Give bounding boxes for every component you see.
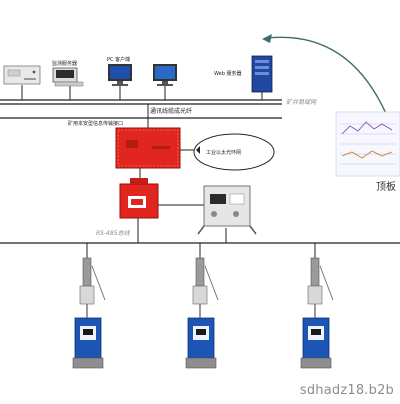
label-mine-lan: 矿井局域网 — [286, 99, 317, 106]
monitor-server-icon — [52, 67, 84, 87]
roof-sensor-icon — [185, 257, 219, 369]
substation-icon — [115, 127, 181, 169]
roof-sensor-icon — [300, 257, 334, 369]
label-comm-fiber: 通讯线缆成光纤 — [150, 108, 193, 115]
power-box-icon — [119, 178, 159, 219]
label-ethernet-ring: 工业以太光环网 — [206, 150, 242, 156]
ethernet-ring — [193, 133, 275, 171]
label-rs485: RS-485总线 — [96, 230, 130, 237]
server-unit-icon — [3, 65, 41, 85]
web-server-icon — [251, 55, 273, 93]
watermark: sdhadz18.b2b — [299, 383, 394, 398]
desktop-icon — [153, 64, 177, 86]
monitor-box-icon — [197, 185, 257, 235]
label-web-server: Web 服务器 — [214, 71, 242, 77]
label-substation: 矿用本安型信息传输接口 — [68, 121, 124, 127]
curved-arrow — [267, 36, 389, 119]
label-roof: 顶板 — [376, 182, 396, 193]
roof-panel-chart — [335, 111, 400, 177]
label-pc-client: PC 客户端 — [107, 57, 131, 63]
roof-sensor-icon — [72, 257, 106, 369]
label-monitor-server: 监测服务器 — [52, 61, 78, 67]
pc-client-icon — [108, 64, 132, 86]
